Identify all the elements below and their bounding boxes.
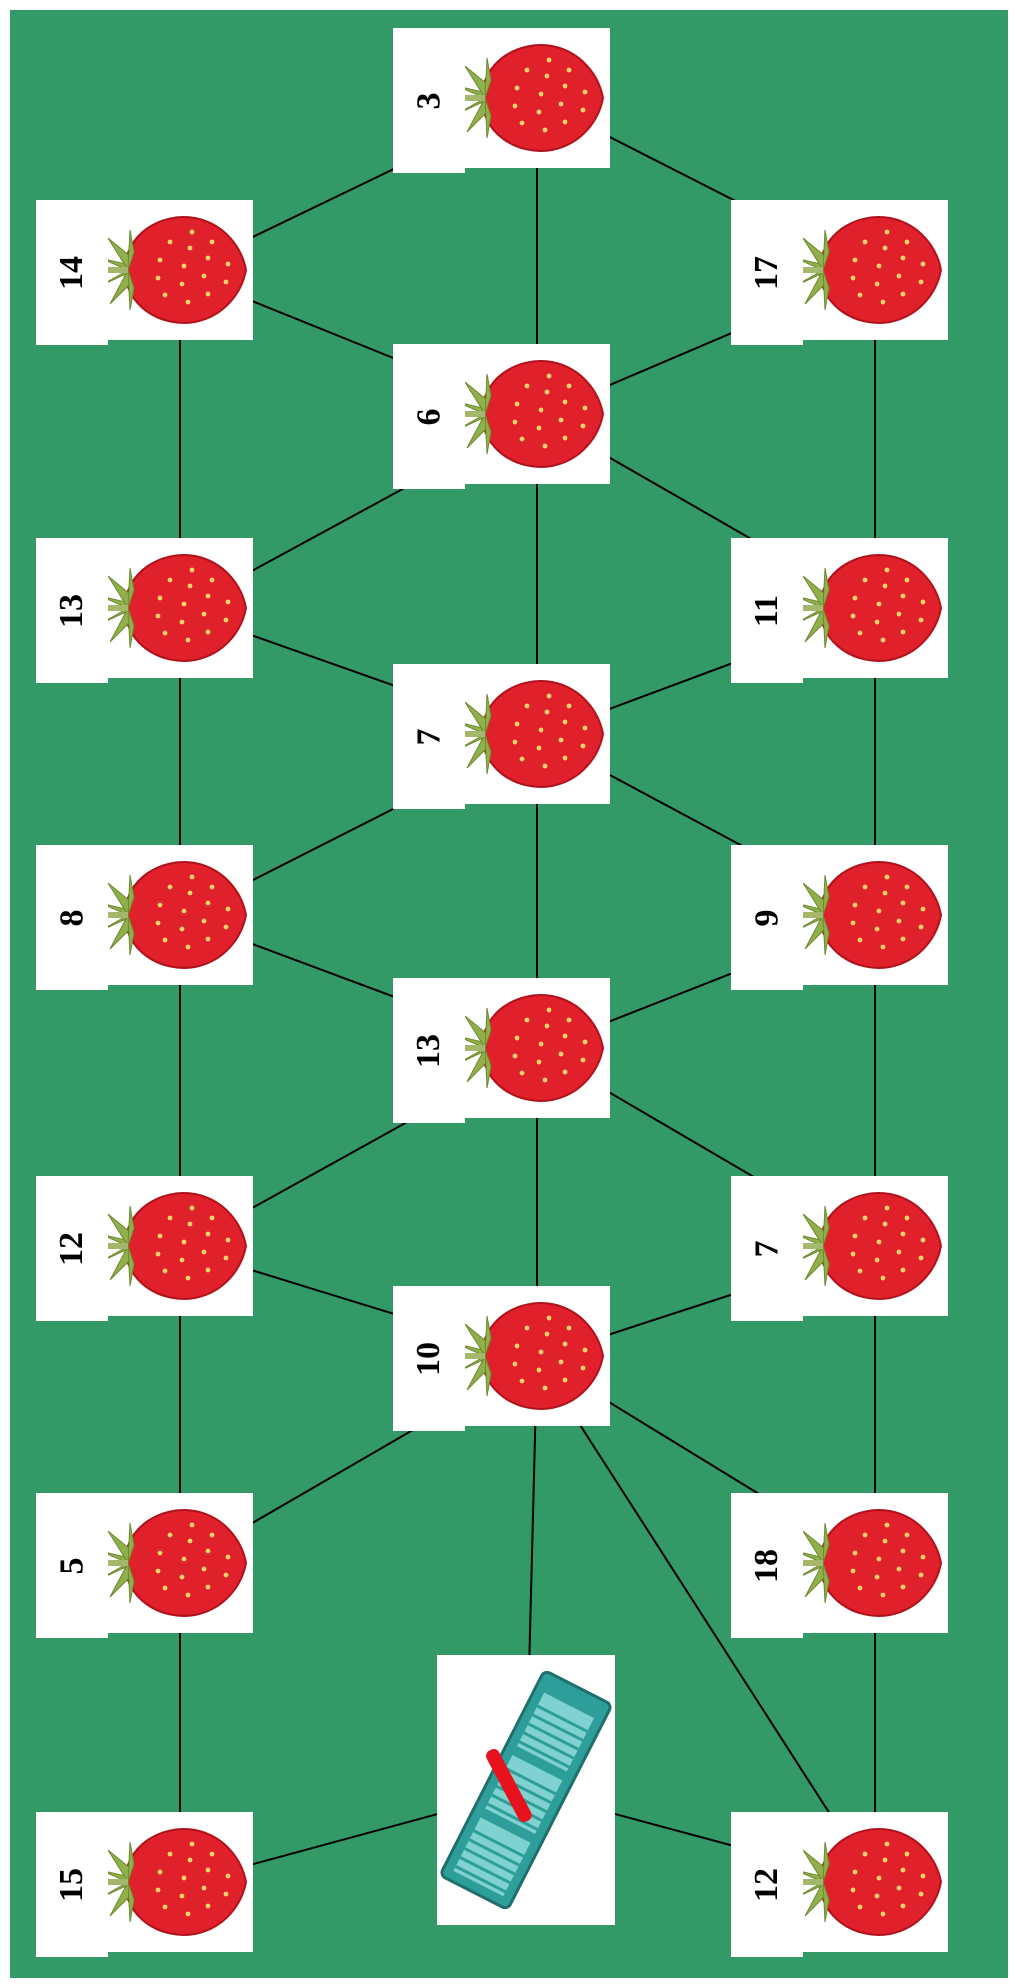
strawberry-icon[interactable]: [465, 28, 610, 168]
strawberry-icon[interactable]: [803, 538, 948, 678]
node-value-label: 15: [36, 1812, 108, 1957]
node-value: 12: [53, 1232, 91, 1266]
node-value-label: 8: [36, 845, 108, 990]
node-value-label: 12: [731, 1812, 803, 1957]
strawberry-icon[interactable]: [803, 1812, 948, 1952]
node-value: 7: [410, 728, 448, 745]
strawberry-icon[interactable]: [108, 845, 253, 985]
strawberry-icon[interactable]: [803, 1493, 948, 1633]
strawberry-icon[interactable]: [465, 344, 610, 484]
node-value-label: 13: [36, 538, 108, 683]
node-value: 14: [53, 256, 91, 290]
node-value-label: 17: [731, 200, 803, 345]
node-value: 12: [748, 1868, 786, 1902]
strawberry-icon[interactable]: [465, 1286, 610, 1426]
node-value: 13: [53, 594, 91, 628]
strawberry-icon[interactable]: [465, 664, 610, 804]
node-value-label: 13: [393, 978, 465, 1123]
node-value-label: 12: [36, 1176, 108, 1321]
node-value: 6: [410, 408, 448, 425]
node-value-label: 11: [731, 538, 803, 683]
strawberry-icon[interactable]: [803, 845, 948, 985]
node-value: 7: [748, 1240, 786, 1257]
strawberry-icon[interactable]: [803, 200, 948, 340]
node-value-label: 5: [36, 1493, 108, 1638]
node-value: 3: [410, 92, 448, 109]
node-value: 9: [748, 909, 786, 926]
node-value-label: 14: [36, 200, 108, 345]
node-value-label: 7: [393, 664, 465, 809]
node-value: 17: [748, 256, 786, 290]
node-value: 10: [410, 1342, 448, 1376]
strawberry-icon[interactable]: [108, 200, 253, 340]
node-value-label: 9: [731, 845, 803, 990]
node-value-label: 6: [393, 344, 465, 489]
node-value: 11: [748, 594, 786, 626]
strawberry-icon[interactable]: [108, 1812, 253, 1952]
node-value-label: 3: [393, 28, 465, 173]
strawberry-icon[interactable]: [803, 1176, 948, 1316]
node-value: 8: [53, 909, 91, 926]
node-value-label: 7: [731, 1176, 803, 1321]
node-value: 13: [410, 1034, 448, 1068]
node-value: 18: [748, 1549, 786, 1583]
node-value: 15: [53, 1868, 91, 1902]
basket-icon[interactable]: [437, 1655, 615, 1925]
node-value: 5: [53, 1557, 91, 1574]
strawberry-icon[interactable]: [465, 978, 610, 1118]
node-value-label: 18: [731, 1493, 803, 1638]
strawberry-icon[interactable]: [108, 1493, 253, 1633]
strawberry-icon[interactable]: [108, 1176, 253, 1316]
strawberry-icon[interactable]: [108, 538, 253, 678]
node-value-label: 10: [393, 1286, 465, 1431]
